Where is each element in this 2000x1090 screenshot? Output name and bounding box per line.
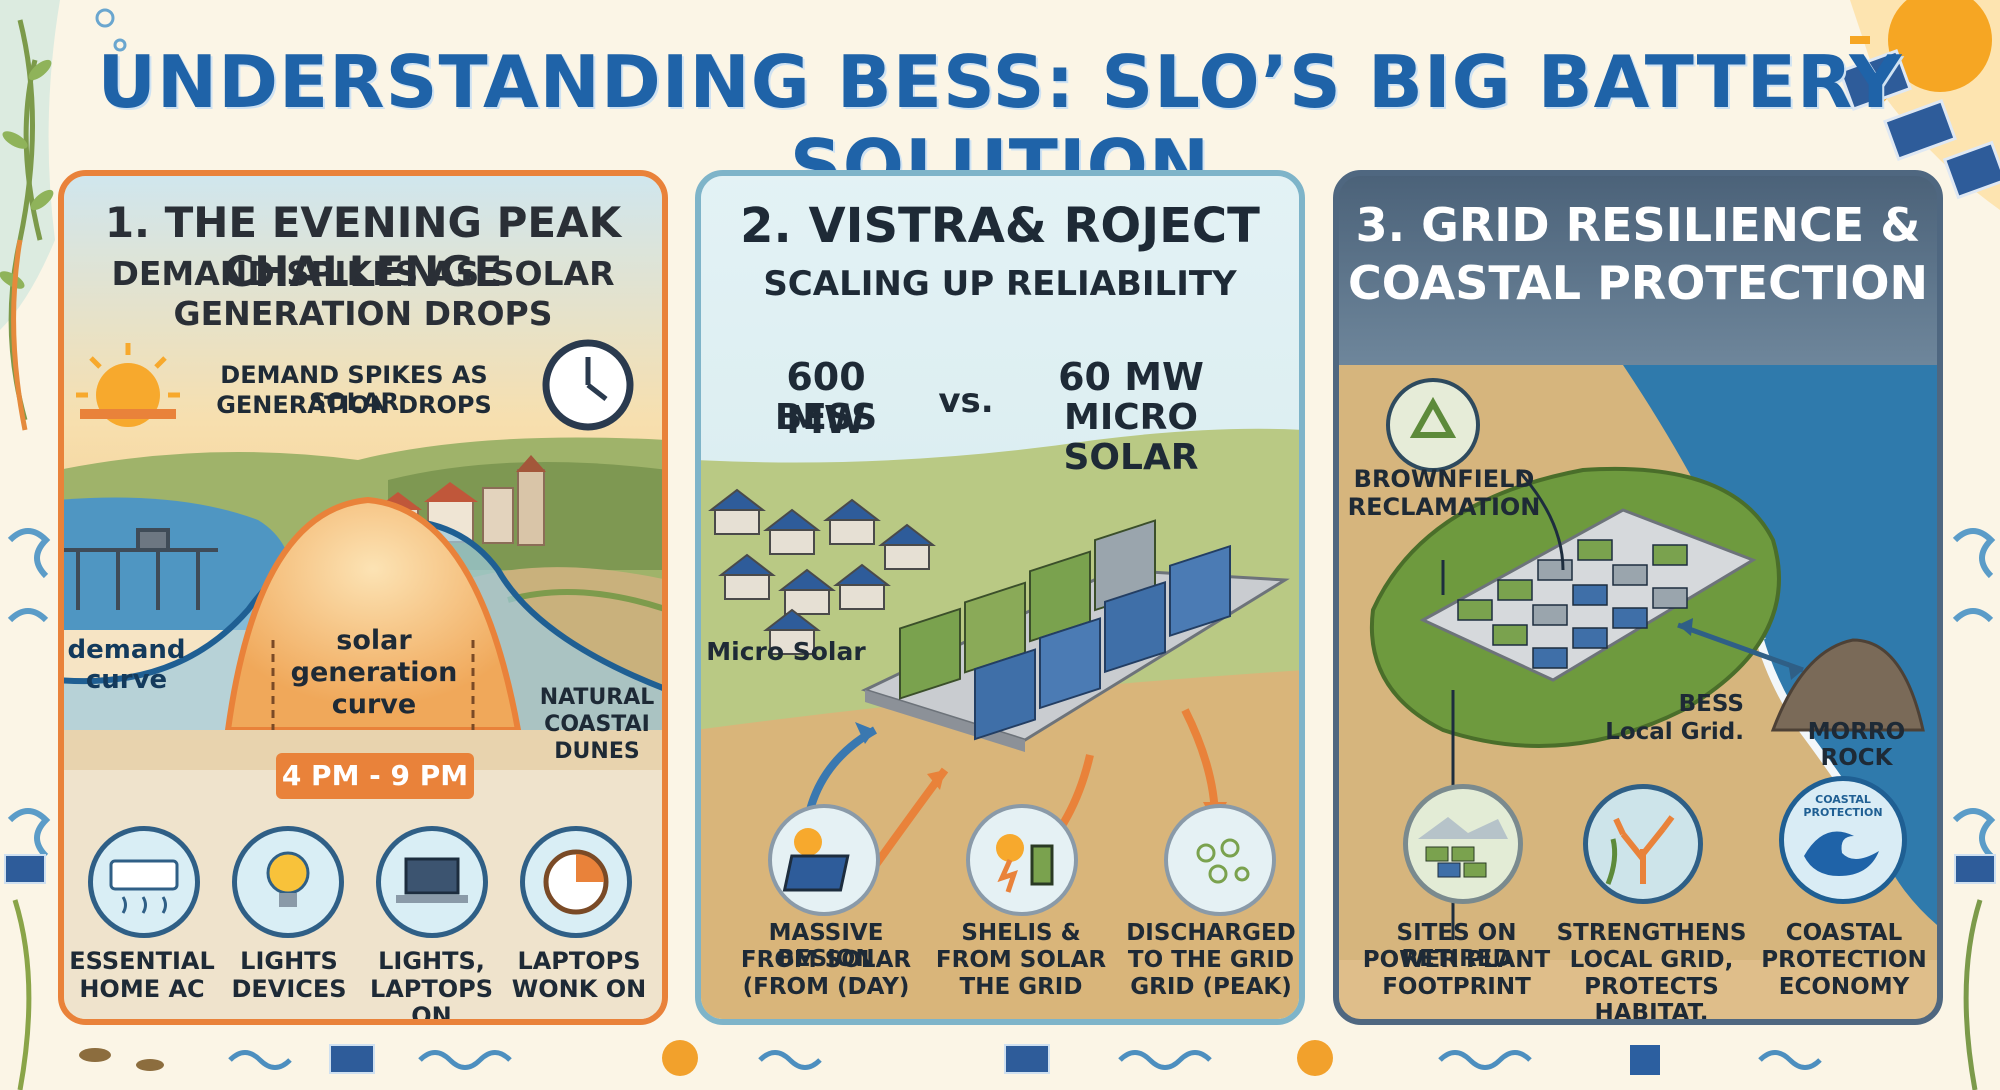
- dunes-label-line3: DUNES: [554, 739, 640, 764]
- wave-row-icon: [228, 1050, 1822, 1070]
- clock-icon: [520, 826, 632, 938]
- seaweed-right-icon: [1963, 899, 1983, 1090]
- pier-icon: [64, 528, 218, 610]
- micro-solar-capacity-value: 60 MW: [1058, 355, 1204, 399]
- dunes-label-line1: NATURAL: [539, 685, 655, 710]
- laptop-icon: [376, 826, 488, 938]
- icon-label-wonk-line2: WONK ON: [511, 975, 647, 1003]
- panel1-scene: [64, 176, 662, 1019]
- icon-label-discharged-line3: GRID (PEAK): [1130, 974, 1292, 1000]
- panel-grid-resilience: 3. GRID RESILIENCE & COASTAL PROTECTION …: [1333, 170, 1943, 1025]
- sun-row-icon: [662, 1040, 1333, 1076]
- bess-capacity-value: 600 MW: [786, 355, 866, 442]
- icon-label-massive-line1: MASSIVE BESION: [768, 920, 884, 972]
- solar-curve-label-line3: curve: [331, 689, 417, 720]
- icon-label-discharged-line2: TO THE GRID: [1127, 947, 1295, 973]
- coastal-protection-badge-text: COASTAL PROTECTION: [1803, 793, 1883, 819]
- icon-label-shells-line1: SHELIS &: [961, 920, 1081, 946]
- wave-left-icon: [7, 528, 51, 859]
- panel3-heading-line1: 3. GRID RESILIENCE &: [1355, 198, 1921, 252]
- icon-label-laptops-line1: LIGHTS,: [378, 947, 485, 975]
- clock-icon: [542, 339, 634, 431]
- icon-label-lights-line1: LIGHTS: [240, 947, 338, 975]
- panel3-scene: [1339, 176, 1937, 1019]
- solar-generation-curve: [224, 496, 522, 733]
- coral-habitat-icon: [1583, 784, 1703, 904]
- seaweed-bottom-icon: [79, 1048, 164, 1071]
- peak-window-badge: 4 PM - 9 PM: [276, 753, 474, 799]
- dunes-label-line2: COASTAI: [544, 712, 650, 737]
- solar-panel-row-icon: [329, 1044, 1050, 1074]
- morro-rock-icon: [1770, 638, 1925, 732]
- icon-label-shells-line3: THE GRID: [959, 974, 1083, 1000]
- icon-label-sites-line1: SITES ON RETIRED: [1396, 920, 1517, 972]
- bess-site-label-line2: Local Grid.: [1605, 719, 1744, 745]
- power-plant-site-icon: [1403, 784, 1523, 904]
- icon-label-shells-line2: FROM SOLAR: [935, 947, 1107, 973]
- solar-panel-left-icon: [4, 854, 46, 884]
- icon-label-sites-line3: FOOTPRINT: [1382, 974, 1531, 1000]
- demand-curve-label-line2: curve: [85, 665, 168, 695]
- panel3-heading-line2: COASTAL PROTECTION: [1348, 256, 1928, 310]
- icon-label-laptops-line2: LAPTOPS ON: [369, 975, 494, 1025]
- morro-rock-label: MORRO ROCK: [1807, 719, 1906, 771]
- bottom-decor-strip: [79, 1040, 1822, 1076]
- icon-label-coastal-line3: ECONOMY: [1778, 974, 1910, 1000]
- panel-evening-peak: 1. THE EVENING PEAK CHALLENGE DEMAND SPI…: [58, 170, 668, 1025]
- solar-panel-sun-icon: [768, 804, 880, 916]
- icon-label-strengthens-line3: PROTECTS HABITAT.: [1584, 974, 1719, 1025]
- panel1-heading: 1. THE EVENING PEAK CHALLENGE: [104, 198, 622, 296]
- icon-label-strengthens-line1: STRENGTHENS: [1556, 920, 1747, 946]
- icon-label-coastal-line1: COASTAL: [1785, 920, 1903, 946]
- panel1-subheading-line2: GENERATION DROPS: [173, 294, 553, 333]
- icon-label-lights-line2: DEVICES: [231, 975, 347, 1003]
- panel1-caption-line2: GENERATION DROPS: [216, 391, 492, 419]
- solar-curve-label-line2: generation: [290, 657, 458, 688]
- brownfield-label-line1: BROWNFIELD: [1353, 465, 1535, 493]
- icon-label-ac-line1: ESSENTIAL: [69, 947, 215, 975]
- icon-label-discharged-line1: DISCHARGED: [1126, 920, 1296, 946]
- icon-label-massive-line2: FROM SOLAR: [740, 947, 912, 973]
- panel2-subheading: SCALING UP RELIABILITY: [763, 264, 1237, 304]
- battery-charge-icon: [966, 804, 1078, 916]
- micro-solar-houses-icon: [708, 488, 936, 655]
- recycle-icon: [1386, 378, 1480, 472]
- bess-capacity-label: BESS: [774, 397, 878, 438]
- panel1-caption-line1: DEMAND SPIKES AS SOLAR: [220, 361, 488, 416]
- brownfield-label-line2: RECLAMATION: [1347, 493, 1541, 521]
- vs-label: vs.: [938, 381, 994, 421]
- wave-right-icon: [1952, 528, 1996, 859]
- micro-solar-capacity-label: MICRO SOLAR: [1063, 397, 1199, 479]
- seaweed-bottom-left-icon: [12, 899, 32, 1090]
- grid-discharge-icon: [1164, 804, 1276, 916]
- coastal-wave-icon: COASTAL PROTECTION: [1779, 776, 1907, 904]
- peak-window-text: 4 PM - 9 PM: [281, 759, 469, 792]
- icon-label-sites-line2: POWER PLANT: [1362, 947, 1551, 973]
- panel-vistra-project: 2. VISTRA& ROJECT SCALING UP RELIABILITY…: [695, 170, 1305, 1025]
- bess-site-label-line1: BESS: [1678, 691, 1744, 717]
- solar-panel-right-icon: [1954, 854, 1996, 884]
- solar-curve-label-line1: solar: [336, 625, 412, 656]
- demand-curve-label-line1: demand: [67, 635, 186, 665]
- bess-container-platform-icon: [860, 519, 1290, 752]
- icon-label-strengthens-line2: LOCAL GRID,: [1569, 947, 1734, 973]
- micro-solar-label: Micro Solar: [706, 637, 866, 666]
- light-bulb-icon: [232, 826, 344, 938]
- panel1-subheading-line1: DEMAND SPIKES AS SOLAR: [111, 254, 615, 293]
- icon-label-ac-line2: HOME AC: [79, 975, 205, 1003]
- air-conditioner-icon: [88, 826, 200, 938]
- icon-label-massive-line3: (FROM (DAY): [742, 974, 910, 1000]
- solar-panels-corner-icon: [1838, 49, 2000, 200]
- panel2-heading: 2. VISTRA& ROJECT: [740, 198, 1260, 254]
- seaweed-orange-left-icon: [11, 239, 28, 431]
- icon-label-coastal-line2: PROTECTION: [1761, 947, 1927, 973]
- bess-site-containers-icon: [1457, 539, 1688, 669]
- sunset-icon: [76, 343, 180, 427]
- logo-mark-icon: [1630, 1045, 1660, 1075]
- icon-label-wonk-line1: LAPTOPS: [517, 947, 641, 975]
